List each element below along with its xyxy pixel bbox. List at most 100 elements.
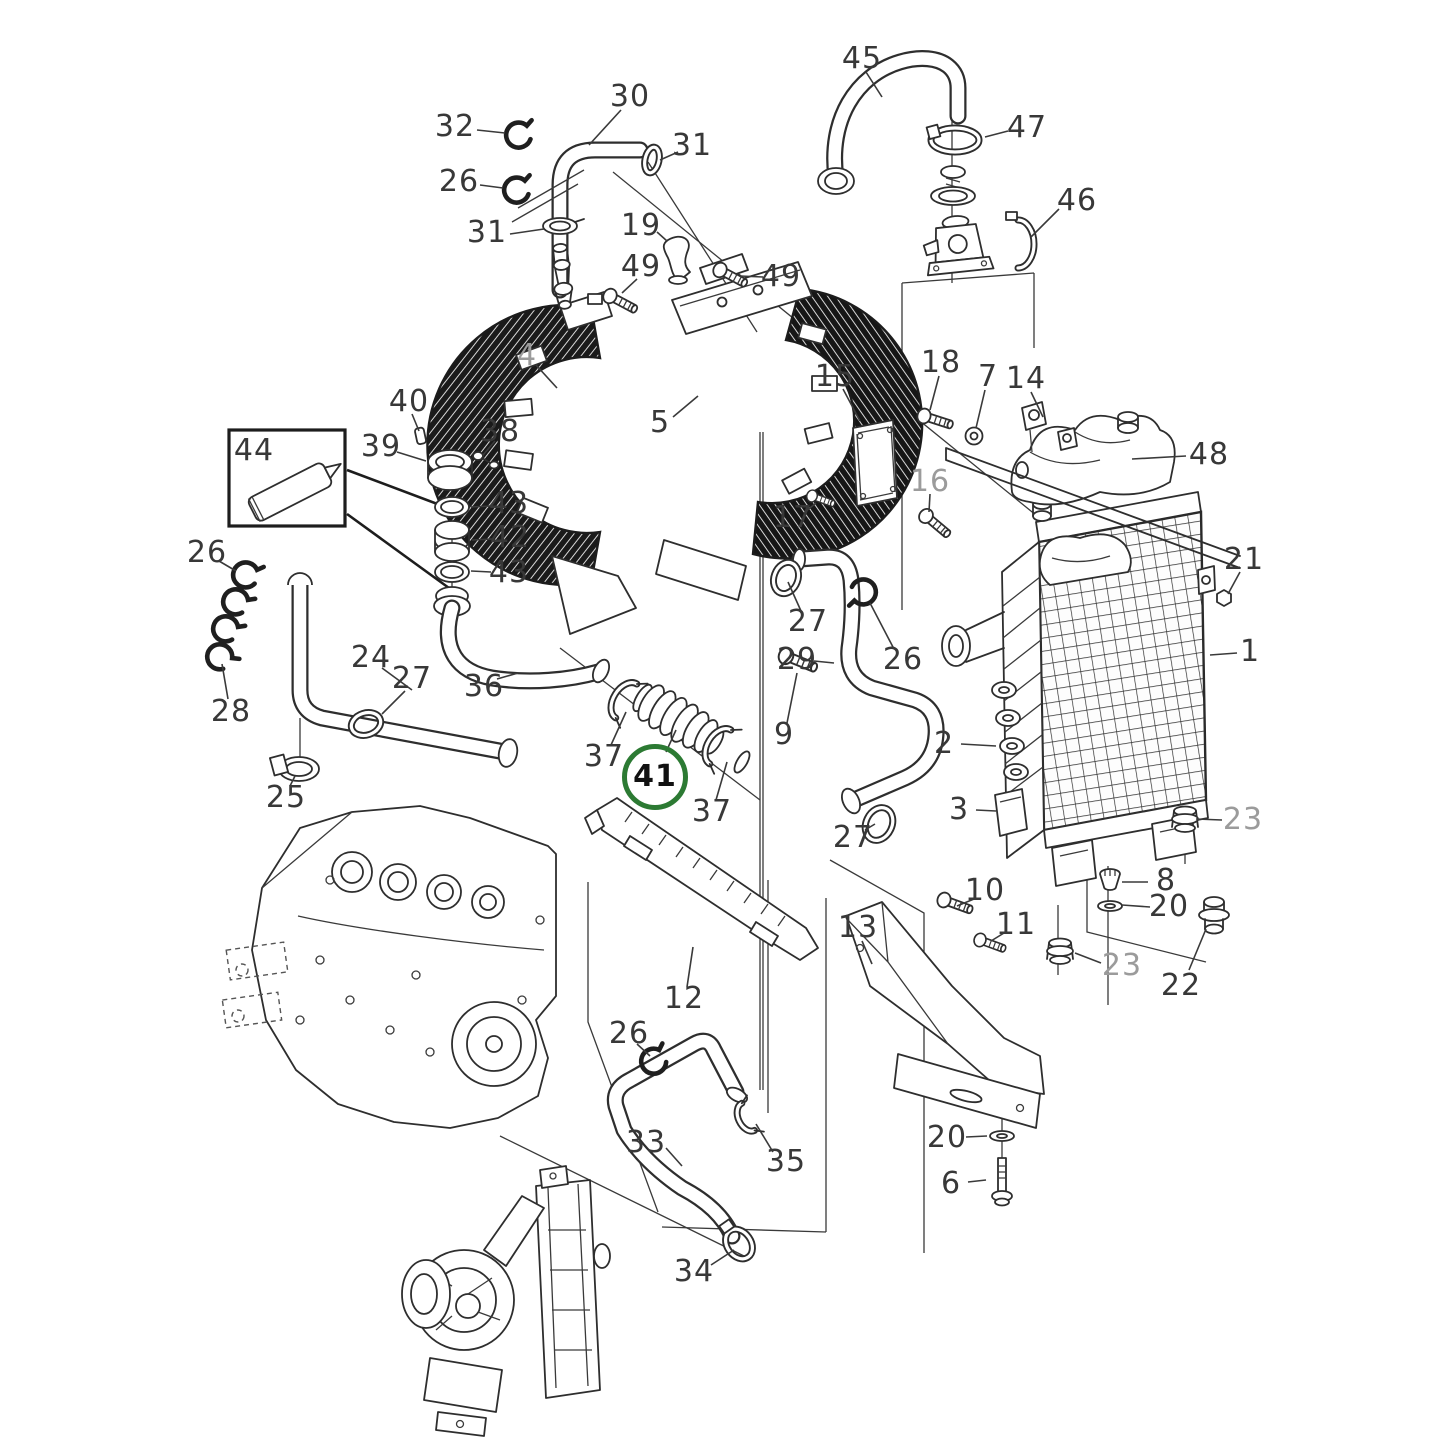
part-callout[interactable]: 35 <box>765 1144 807 1179</box>
part-callout[interactable]: 43 <box>488 486 530 521</box>
part-callout[interactable]: 1 <box>1239 634 1261 669</box>
part-callout[interactable]: 9 <box>773 717 795 752</box>
hose-36 <box>439 599 611 690</box>
part-callout[interactable]: 47 <box>1006 110 1048 145</box>
bolt-16 <box>915 505 955 542</box>
washer-20-bottom <box>989 1130 1015 1142</box>
oring-43b <box>434 561 470 583</box>
part-callout[interactable]: 26 <box>608 1016 650 1051</box>
part-callout[interactable]: 28 <box>210 694 252 729</box>
part-callout[interactable]: 21 <box>1223 542 1265 577</box>
mount-23-right <box>1171 805 1199 833</box>
part-callout[interactable]: 19 <box>620 208 662 243</box>
part-callout[interactable]: 26 <box>438 164 480 199</box>
clamp-31-right <box>641 143 663 177</box>
clamp-27-mid <box>769 558 803 598</box>
part-callout[interactable]: 26 <box>882 642 924 677</box>
part-callout[interactable]: 41 <box>622 744 688 810</box>
bellows-41-group <box>607 679 751 775</box>
part-callout[interactable]: 6 <box>940 1166 962 1201</box>
part-callout[interactable]: 22 <box>1160 968 1202 1003</box>
part-callout[interactable]: 2 <box>933 726 955 761</box>
part-callout[interactable]: 32 <box>434 109 476 144</box>
part-callout[interactable]: 24 <box>350 640 392 675</box>
part-callout[interactable]: 20 <box>926 1120 968 1155</box>
part-callout[interactable]: 13 <box>837 910 879 945</box>
clamp-27-left <box>347 709 385 739</box>
part-callout[interactable]: 42 <box>489 520 531 555</box>
part-callout[interactable]: 38 <box>479 414 521 449</box>
part-callout[interactable]: 29 <box>776 642 818 677</box>
part-callout[interactable]: 26 <box>186 535 228 570</box>
clip-40 <box>414 426 427 445</box>
plate-15 <box>852 419 898 507</box>
part-callout[interactable]: 11 <box>995 907 1037 942</box>
part-callout[interactable]: 34 <box>673 1254 715 1289</box>
part-callout[interactable]: 14 <box>1005 361 1047 396</box>
clamp-31-lower <box>542 217 585 235</box>
overflow-tube <box>552 243 574 310</box>
bolt-6 <box>991 1157 1013 1207</box>
part-callout[interactable]: 37 <box>691 794 733 829</box>
part-callout[interactable]: 33 <box>625 1125 667 1160</box>
part-callout[interactable]: 23 <box>1101 948 1143 983</box>
radiator-drawing <box>941 491 1232 887</box>
mount-8 <box>1099 868 1121 891</box>
clamp-27-right <box>861 804 897 844</box>
clamp-25 <box>269 753 320 782</box>
part-callout[interactable]: 39 <box>360 429 402 464</box>
part-callout[interactable]: 17 <box>772 500 814 535</box>
spring-clip-28 <box>202 639 240 677</box>
clamp-37a <box>607 679 649 729</box>
clamp-35 <box>733 1094 765 1135</box>
part-callout[interactable]: 48 <box>1188 437 1230 472</box>
part-callout[interactable]: 37 <box>583 739 625 774</box>
part-callout[interactable]: 45 <box>841 41 883 76</box>
part-callout[interactable]: 3 <box>948 792 970 827</box>
part-callout[interactable]: 7 <box>977 359 999 394</box>
part-callout[interactable]: 46 <box>1056 183 1098 218</box>
fan-shroud-4 <box>426 291 637 635</box>
spring-clip-26c <box>209 612 246 647</box>
part-callout[interactable]: 12 <box>663 981 705 1016</box>
part-callout[interactable]: 36 <box>463 669 505 704</box>
spring-clip-26a <box>231 560 264 590</box>
clamp-47 <box>925 123 983 156</box>
part-callout[interactable]: 49 <box>760 259 802 294</box>
clamp-37b <box>701 725 743 775</box>
part-callout[interactable]: 16 <box>909 464 951 499</box>
bushing-22 <box>1198 896 1230 935</box>
part-callout[interactable]: 20 <box>1148 889 1190 924</box>
spring-clip-32 <box>503 119 537 151</box>
leader-lines <box>218 71 1241 1266</box>
engine-block-drawing <box>221 805 557 1129</box>
part-callout[interactable]: 49 <box>620 249 662 284</box>
part-callout[interactable]: 15 <box>814 359 856 394</box>
part-callout[interactable]: 18 <box>920 345 962 380</box>
part-callout[interactable]: 23 <box>1222 802 1264 837</box>
part-callout[interactable]: 44 <box>233 433 275 468</box>
bolt-38 <box>472 451 500 470</box>
part-callout[interactable]: 27 <box>787 604 829 639</box>
thermostat-housing <box>922 215 995 277</box>
part-callout[interactable]: 8 <box>1155 863 1177 898</box>
part-callout[interactable]: 10 <box>964 873 1006 908</box>
hose-24 <box>202 560 519 782</box>
radiator-inlet-neck <box>941 611 1005 667</box>
part-callout[interactable]: 4 <box>516 338 538 373</box>
part-callout[interactable]: 31 <box>671 128 713 163</box>
part-callout[interactable]: 25 <box>265 780 307 815</box>
clamp-34 <box>718 1218 756 1263</box>
part-callout[interactable]: 40 <box>388 384 430 419</box>
bracket-13 <box>845 901 1045 1129</box>
part-callout[interactable]: 31 <box>466 215 508 250</box>
part-callout[interactable]: 27 <box>391 661 433 696</box>
cap-39 <box>427 449 473 491</box>
part-3-bracket <box>994 788 1028 837</box>
part-callout[interactable]: 5 <box>649 405 671 440</box>
part-callout[interactable]: 43 <box>488 555 530 590</box>
part-callout[interactable]: 27 <box>832 820 874 855</box>
part-callout[interactable]: 30 <box>609 79 651 114</box>
